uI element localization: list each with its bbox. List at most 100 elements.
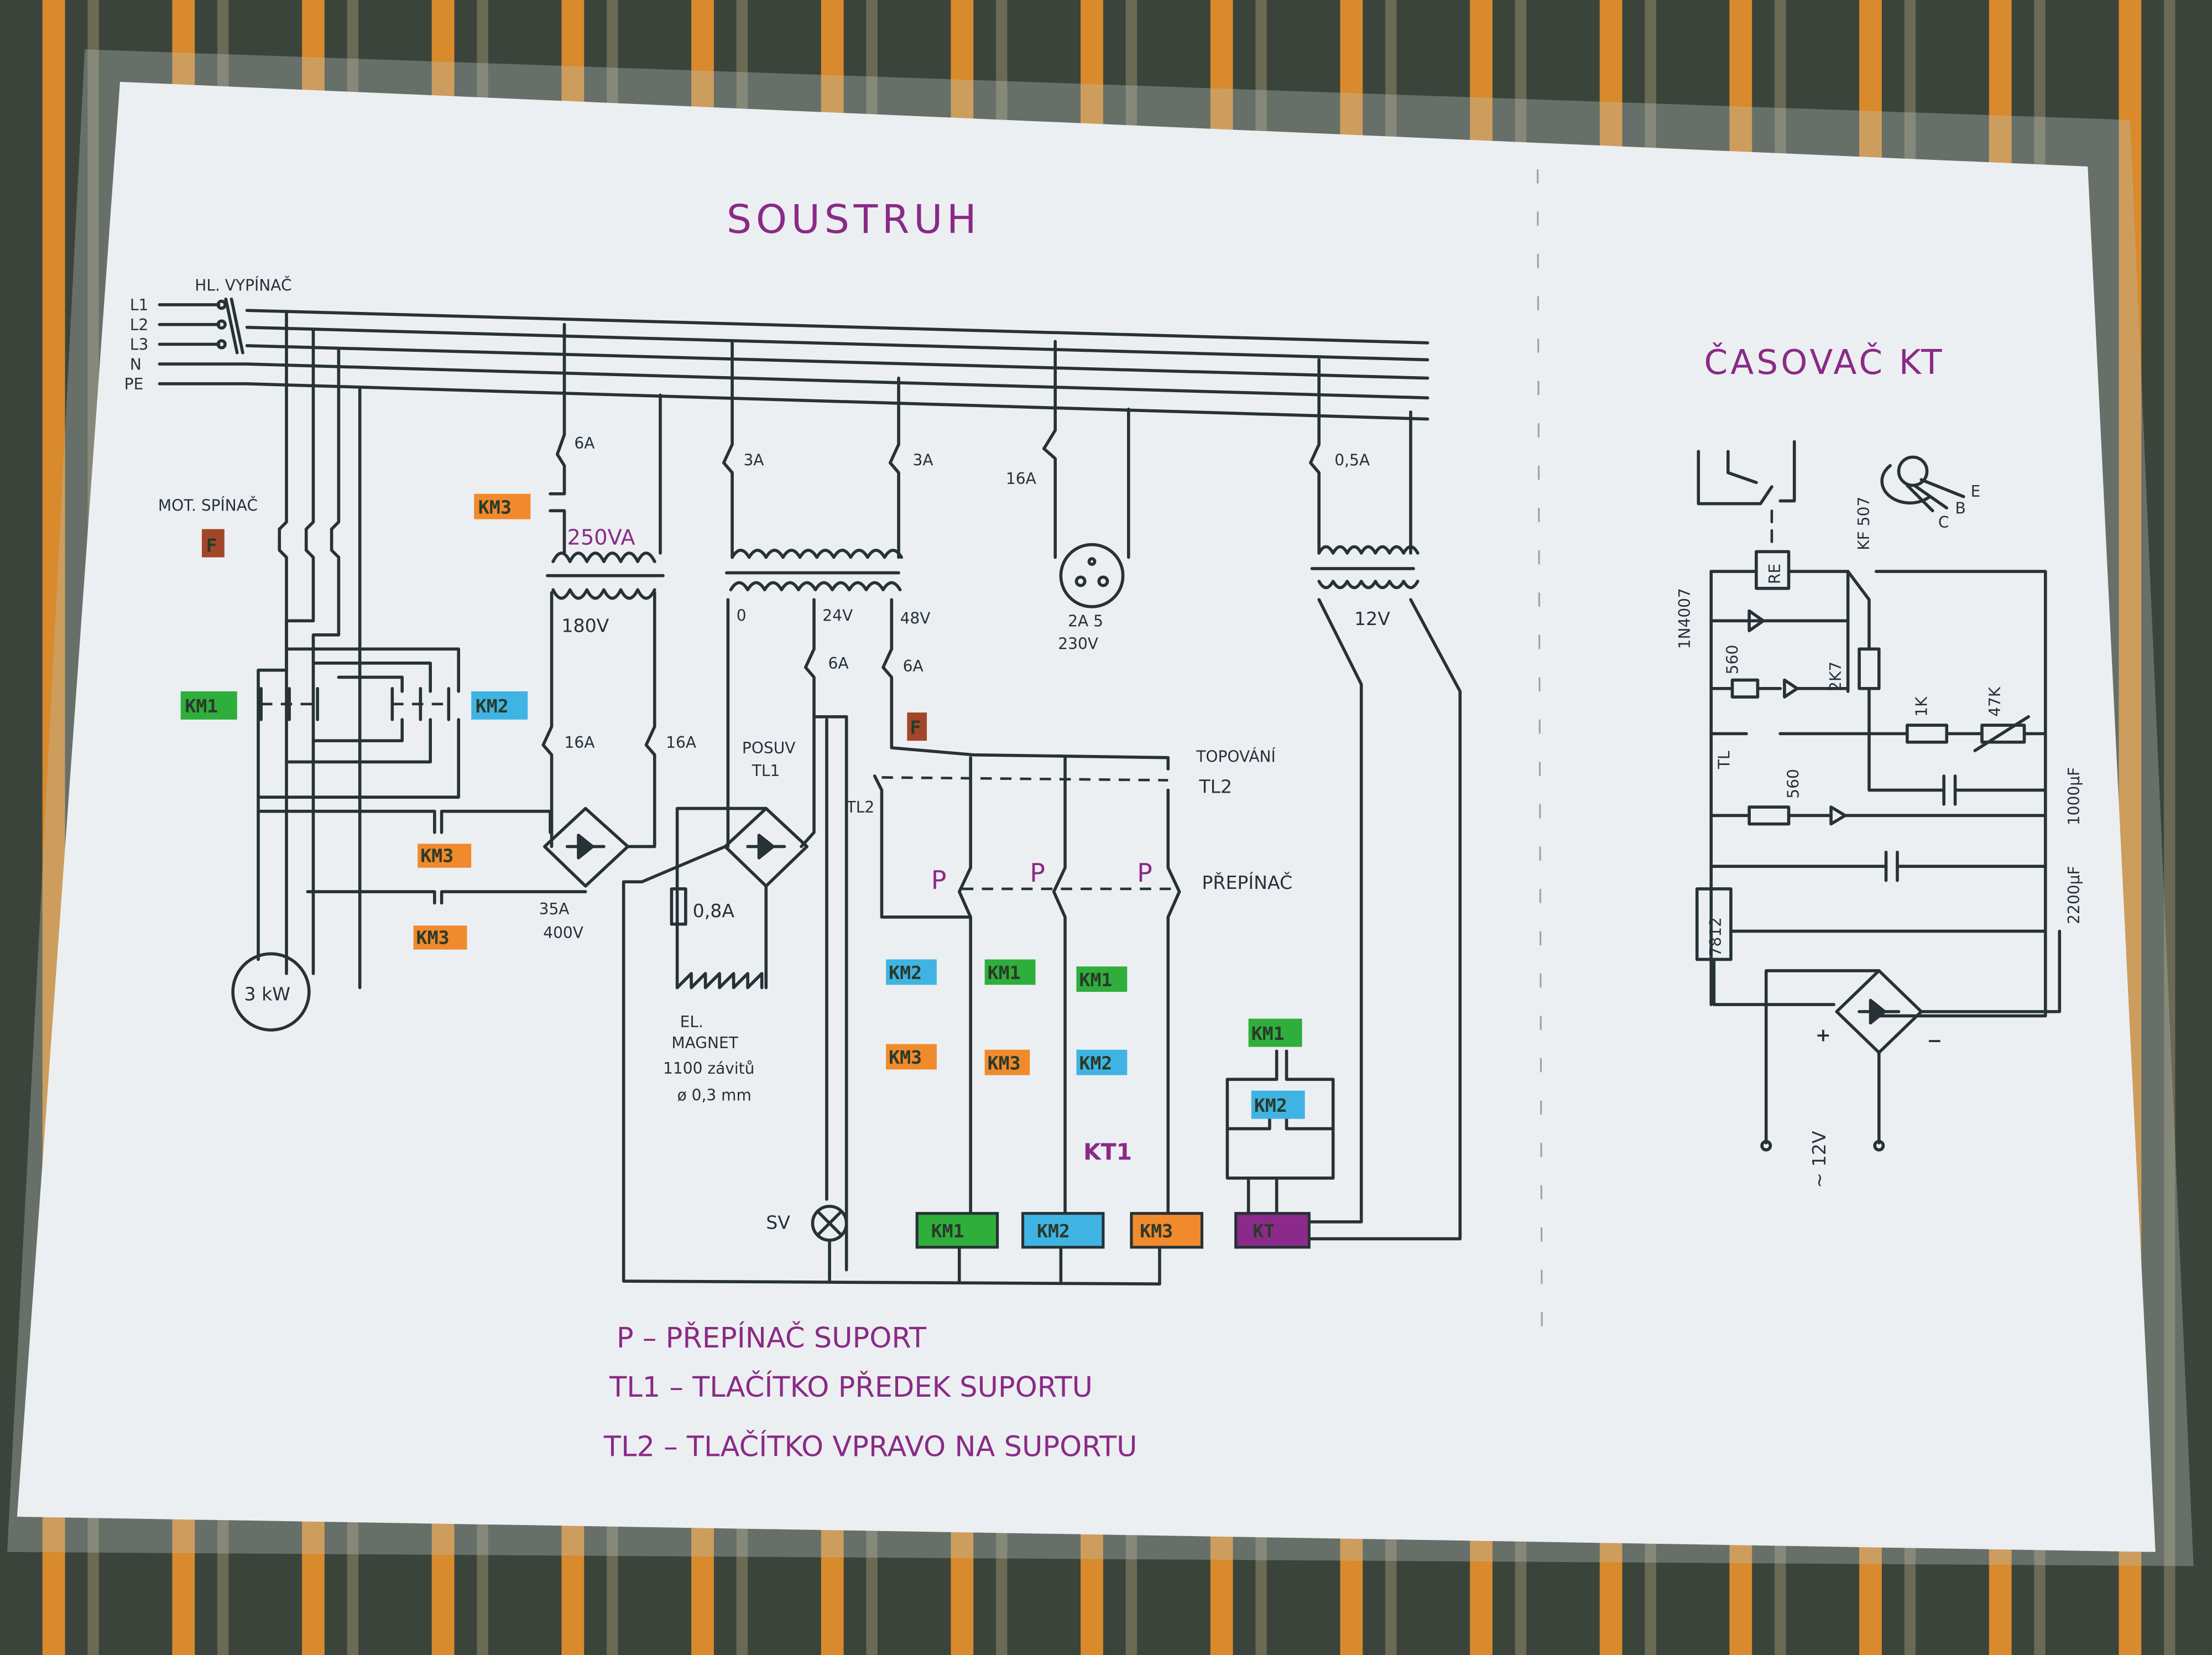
coil-kt-label: KT xyxy=(1253,1220,1275,1242)
rectifier-current: 35A xyxy=(539,900,570,918)
motor-fuse-tag xyxy=(201,529,225,558)
motor-fuse-tag-label: F xyxy=(206,534,217,556)
control-supply-section: 3A 3A 0 24V 48V 6A 6A F POSUV TL1 TL2 TO… xyxy=(622,340,1276,1286)
contact-row2-1: KM3 xyxy=(889,1047,922,1068)
brake-km3-tag-b xyxy=(413,925,467,950)
posuv-label: POSUV xyxy=(742,739,796,757)
main-switch-label: HL. VYPÍNAČ xyxy=(195,275,291,294)
coil-km1 xyxy=(915,1212,999,1249)
legend-line-2: TL1 – TLAČÍTKO PŘEDEK SUPORTU xyxy=(609,1370,1093,1404)
motor-icon xyxy=(231,952,311,1032)
paper-sheet xyxy=(17,81,2156,1552)
socket-voltage: 230V xyxy=(1058,634,1098,653)
km1-tag xyxy=(180,691,237,720)
brake-breaker-right: 16A xyxy=(666,733,696,752)
kt-km2-tag: KM2 xyxy=(1254,1095,1287,1116)
page-title: SOUSTRUH xyxy=(727,196,981,242)
timer-title: ČASOVAČ KT xyxy=(1704,343,1945,382)
tap-0: 0 xyxy=(737,606,747,624)
bridge-plus: + xyxy=(1815,1024,1831,1045)
socket-rating: 2A 5 xyxy=(1068,612,1103,631)
legend: P – PŘEPÍNAČ SUPORT TL1 – TLAČÍTKO PŘEDE… xyxy=(603,1320,1138,1463)
motor-section: MOT. SPÍNAČ F KM1 KM2 3 kW xyxy=(158,310,587,1032)
brake-km3-tag-a-label: KM3 xyxy=(420,845,453,866)
brake-km3-tag-b-label: KM3 xyxy=(416,927,450,948)
rectifier-voltage: 400V xyxy=(543,924,583,942)
motor-power: 3 kW xyxy=(244,983,291,1005)
contact-row2-3: KM2 xyxy=(1079,1052,1113,1074)
brake-km3-tag-a xyxy=(418,844,472,868)
bus-label-l2: L2 xyxy=(130,316,148,334)
transistor-label: KF 507 xyxy=(1855,497,1873,550)
socket-section: 16A 2A 5 230V xyxy=(1006,340,1130,653)
r2-label: 2K7 xyxy=(1827,662,1845,691)
control-fuse-tag-label: F xyxy=(910,716,921,738)
pin-b: B xyxy=(1955,499,1966,517)
control-fuse-tag xyxy=(907,712,927,741)
coils: KM1 KM2 KM3 KT xyxy=(915,1212,1311,1249)
c1-label: 1000μF xyxy=(2065,767,2083,825)
tl1-label: TL1 xyxy=(752,762,780,780)
r1-label: 560 xyxy=(1724,645,1742,675)
tap-24v: 24V xyxy=(822,606,853,624)
c2-label: 2200μF xyxy=(2065,866,2083,924)
brake-km3-tag xyxy=(474,493,531,519)
tap-48v: 48V xyxy=(900,609,931,627)
coil-km3 xyxy=(1130,1212,1203,1249)
pin-c: C xyxy=(1938,513,1949,532)
socket-breaker: 16A xyxy=(1006,470,1036,488)
km1-tag-label: KM1 xyxy=(185,695,218,717)
topovani-label: TOPOVÁNÍ xyxy=(1196,747,1276,766)
legend-line-3: TL2 – TLAČÍTKO VPRAVO NA SUPORTU xyxy=(603,1429,1138,1463)
control-breaker-left: 3A xyxy=(743,451,764,470)
brake-secondary-voltage: 180V xyxy=(561,615,609,637)
tl2-left-label: TL2 xyxy=(846,798,875,816)
diode-label: 1N4007 xyxy=(1676,588,1694,649)
km2-tag xyxy=(471,691,528,720)
kt-km1-tag: KM1 xyxy=(1251,1023,1285,1044)
r4-label: 560 xyxy=(1784,769,1802,799)
bridge-minus: − xyxy=(1927,1030,1943,1052)
bus-label-n: N xyxy=(130,355,142,373)
contact-tags: KM2 KM1 KM1 KM3 KM3 KM2 KT1 KM1 KM2 xyxy=(886,959,1305,1165)
tl2-right-label: TL2 xyxy=(1198,776,1232,798)
coil-km3-label: KM3 xyxy=(1140,1220,1173,1242)
button-label: TL xyxy=(1715,751,1733,769)
magnet-label-4: ø 0,3 mm xyxy=(677,1086,752,1105)
legend-line-1: P – PŘEPÍNAČ SUPORT xyxy=(617,1320,927,1355)
breaker-48v: 6A xyxy=(903,657,924,675)
lamp-label: SV xyxy=(766,1212,790,1234)
contact-row1-2: KM1 xyxy=(988,962,1021,983)
relay-label: RE xyxy=(1766,564,1784,584)
contact-row1-3: KM1 xyxy=(1079,969,1113,991)
coil-km1-label: KM1 xyxy=(931,1220,964,1242)
r3-label: 1K xyxy=(1913,696,1931,717)
motor-switch-label: MOT. SPÍNAČ xyxy=(158,496,258,514)
brake-km3-tag-label: KM3 xyxy=(478,496,512,518)
selector-p3: P xyxy=(1137,858,1152,888)
brake-breaker-label: 6A xyxy=(574,434,594,452)
contact-row1-1: KM2 xyxy=(889,962,922,983)
regulator-label: 7812 xyxy=(1707,917,1725,956)
breaker-24v: 6A xyxy=(828,654,849,673)
pin-e: E xyxy=(1971,482,1981,501)
timer-breaker: 0,5A xyxy=(1334,451,1370,470)
brake-breaker-left: 16A xyxy=(565,733,595,752)
bus-lines xyxy=(245,309,1430,421)
bus-label-l3: L3 xyxy=(130,336,148,354)
timer-supply-section: 0,5A 12V xyxy=(1225,358,1462,1241)
km2-tag-label: KM2 xyxy=(476,695,509,717)
coil-km2-label: KM2 xyxy=(1037,1220,1070,1242)
selector-p1: P xyxy=(931,865,947,895)
magnet-label-1: EL. xyxy=(680,1013,703,1031)
bus-label-pe: PE xyxy=(124,375,144,393)
timer-secondary: 12V xyxy=(1354,608,1390,629)
selector-label: PŘEPÍNAČ xyxy=(1202,871,1292,893)
magnet-fuse-label: 0,8A xyxy=(693,900,735,922)
mains-section: HL. VYPÍNAČ L1 L2 L3 N PE xyxy=(124,275,1430,421)
pot-label: 47K xyxy=(1986,686,2004,717)
timer-circuit: ČASOVAČ KT xyxy=(1676,343,2083,1188)
selector-p2: P xyxy=(1030,858,1045,888)
magnet-label-2: MAGNET xyxy=(671,1034,738,1052)
contact-row2-2: KM3 xyxy=(988,1052,1021,1074)
